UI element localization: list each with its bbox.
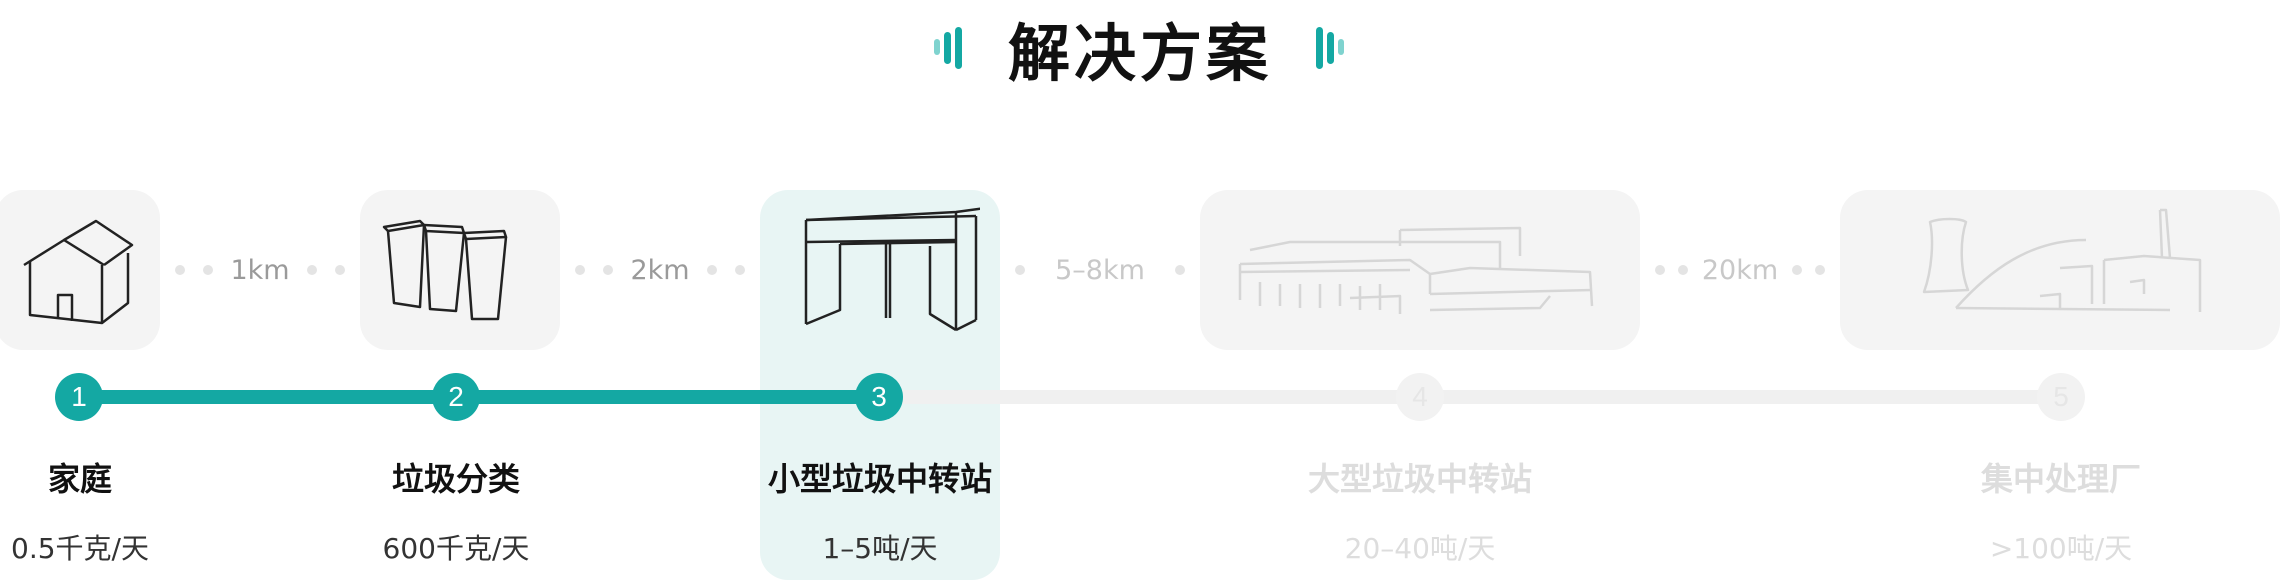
step-4-panel: [1200, 190, 1640, 350]
left-bars-icon: [933, 27, 962, 69]
step-3-panel: [760, 190, 1000, 580]
connector-dot: [335, 265, 345, 275]
page-title: 解决方案: [1007, 17, 1272, 90]
distance-label: 20km: [1701, 254, 1779, 286]
sorting-bins-icon: [382, 219, 508, 321]
connector-dot: [1015, 265, 1025, 275]
step-1-rate: 0.5千克/天: [11, 532, 149, 565]
step-1-panel: [0, 190, 160, 350]
connector-dot: [602, 265, 613, 275]
step-3-marker: 3: [855, 373, 903, 421]
plant-icon: [1922, 208, 2202, 312]
distance-connector-4: 20km: [1655, 252, 1825, 288]
step-5-marker: 5: [2037, 373, 2085, 421]
connector-dot: [202, 265, 213, 275]
step-2-panel: [360, 190, 560, 350]
connector-dot: [707, 265, 718, 275]
title-bar: 解决方案: [0, 8, 2280, 90]
distance-connector-1: 1km: [175, 252, 345, 288]
distance-label: 5–8km: [1055, 254, 1145, 286]
distance-connector-3: 5–8km: [1015, 252, 1185, 288]
connector-dot: [1174, 265, 1185, 275]
distance-connector-2: 2km: [575, 252, 745, 288]
step-2-name: 垃圾分类: [391, 460, 520, 498]
connector-dot: [575, 265, 585, 275]
step-5-rate: >100吨/天: [1989, 532, 2133, 565]
connector-dot: [1678, 265, 1689, 275]
connector-dot: [735, 265, 745, 275]
progress-fill: [80, 390, 880, 404]
step-2-rate: 600千克/天: [382, 532, 530, 565]
distance-label: 2km: [630, 254, 690, 286]
step-1-name: 家庭: [47, 460, 112, 498]
warehouse-icon: [1238, 226, 1594, 314]
house-icon: [22, 219, 133, 325]
step-5-name: 集中处理厂: [1980, 460, 2141, 498]
step-4-rate: 20–40吨/天: [1344, 532, 1496, 565]
step-2-marker: 2: [432, 373, 480, 421]
connector-dot: [1655, 265, 1665, 275]
connector-dot: [307, 265, 318, 275]
distance-label: 1km: [230, 254, 290, 286]
connector-dot: [1814, 265, 1825, 275]
connector-dot: [1791, 265, 1802, 275]
step-5-panel: [1840, 190, 2280, 350]
step-3-name: 小型垃圾中转站: [767, 460, 992, 498]
connector-dot: [175, 265, 185, 275]
step-3-rate: 1–5吨/天: [822, 532, 938, 565]
right-bars-icon: [1316, 27, 1344, 69]
step-1-marker: 1: [55, 373, 103, 421]
step-4-marker: 4: [1396, 373, 1444, 421]
step-4-name: 大型垃圾中转站: [1307, 460, 1532, 498]
shed-icon: [804, 206, 987, 332]
